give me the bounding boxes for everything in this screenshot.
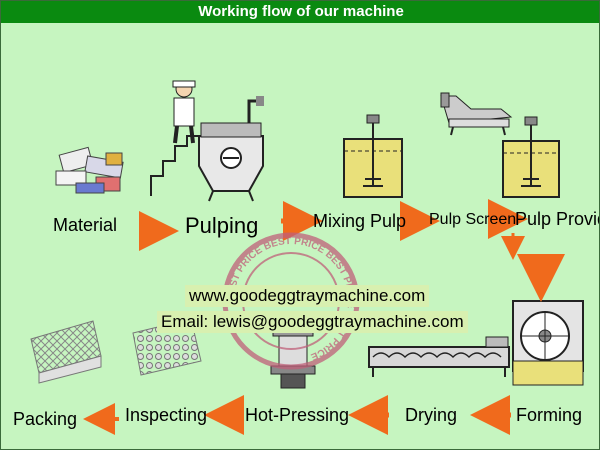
step-material: Material (53, 215, 118, 235)
material-pile-icon (55, 146, 124, 194)
website-text: www.goodeggtraymachine.com (185, 285, 430, 307)
forming-machine-icon (512, 300, 584, 386)
step-pulping: Pulping (185, 213, 259, 238)
drying-line-icon (368, 336, 510, 377)
step-pulp-provide: Pulp Provide (515, 209, 599, 229)
provide-tank-icon (502, 116, 560, 198)
step-hot-pressing: Hot-Pressing (245, 405, 350, 425)
step-mixing-pulp: Mixing Pulp (313, 211, 407, 231)
pulping-machine-icon (150, 80, 264, 202)
step-forming: Forming (516, 405, 583, 425)
step-drying: Drying (405, 405, 458, 425)
email-text: Email: lewis@goodeggtraymachine.com (157, 311, 468, 333)
step-pulp-screen: Pulp Screen (429, 211, 517, 228)
hot-press-icon (270, 325, 316, 389)
diagram-title: Working flow of our machine (1, 1, 599, 23)
pulp-screen-icon (440, 92, 513, 136)
packed-trays-icon (30, 320, 102, 384)
step-inspecting: Inspecting (125, 405, 208, 425)
step-packing: Packing (13, 409, 78, 429)
mixing-tank-icon (343, 114, 403, 198)
